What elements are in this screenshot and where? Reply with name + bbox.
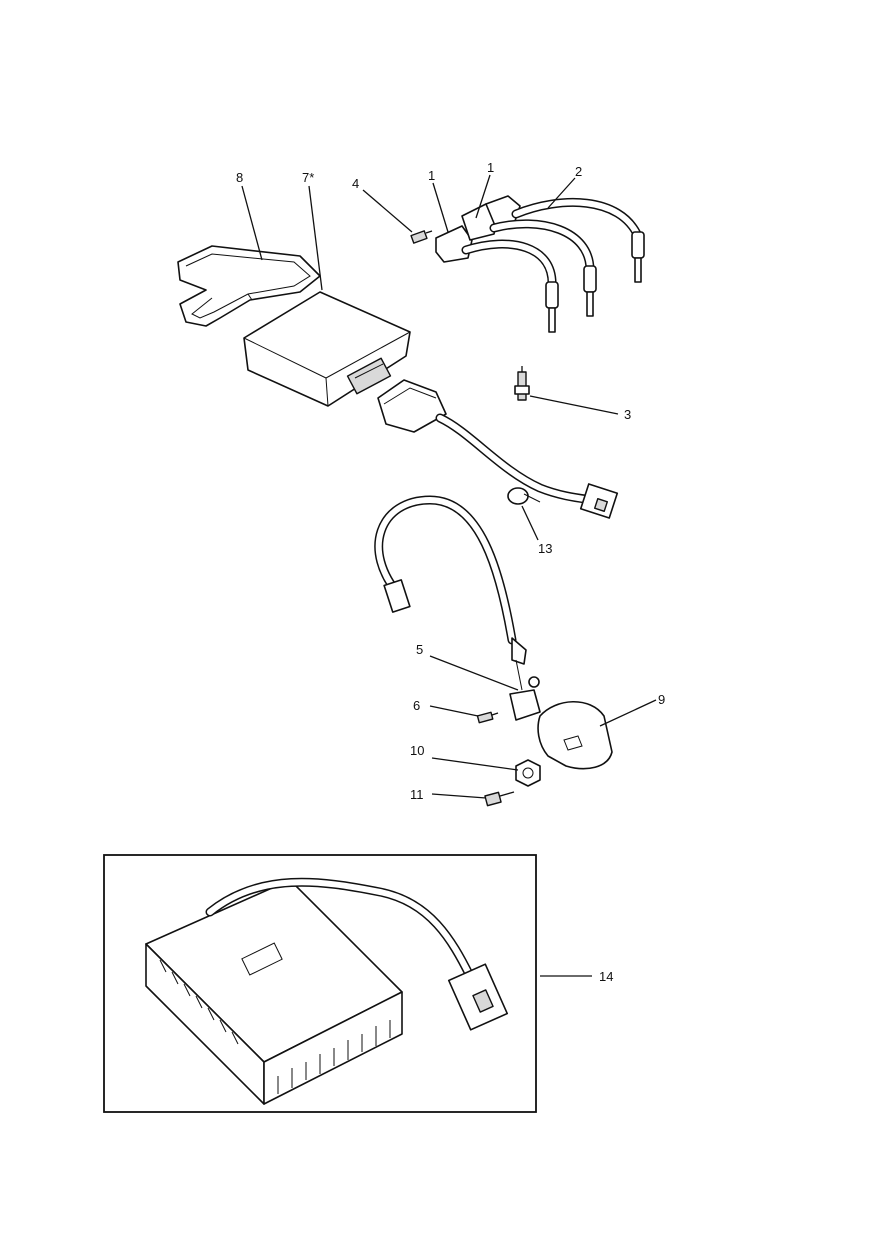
callout-14: 14	[599, 969, 613, 984]
callout-labels: 8 7* 4 1 1 2 3 13 5 6 9 10 11 14	[236, 160, 665, 984]
callout-2: 2	[575, 164, 582, 179]
ecu-wiring-harness	[377, 379, 619, 519]
part-14-inset-box	[103, 854, 537, 1113]
callout-1b: 1	[487, 160, 494, 175]
part-11-bolt	[484, 791, 515, 807]
callout-7: 7*	[302, 170, 314, 185]
callout-3: 3	[624, 407, 631, 422]
part-2-ht-leads	[461, 197, 645, 333]
callout-8: 8	[236, 170, 243, 185]
part-3-spark-plug	[514, 366, 530, 401]
callout-5: 5	[416, 642, 423, 657]
callout-10: 10	[410, 743, 424, 758]
part-10-nut	[515, 759, 541, 787]
part-8-mounting-bracket	[177, 245, 321, 327]
part-14-ecu-finned	[145, 877, 509, 1105]
part-13-cable-clip	[507, 487, 541, 505]
callout-9: 9	[658, 692, 665, 707]
part-9-reluctor-disc	[537, 700, 613, 770]
leader-lines	[241, 174, 657, 977]
callout-11: 11	[410, 787, 424, 802]
callout-6: 6	[413, 698, 420, 713]
part-5-crank-sensor	[374, 495, 541, 721]
callout-4: 4	[352, 176, 359, 191]
inset-frame	[103, 854, 537, 1113]
callout-13: 13	[538, 541, 552, 556]
part-4-screw	[410, 230, 433, 244]
part-6-screw	[476, 711, 499, 724]
part-7-ecu-module	[243, 291, 411, 407]
callout-1a: 1	[428, 168, 435, 183]
